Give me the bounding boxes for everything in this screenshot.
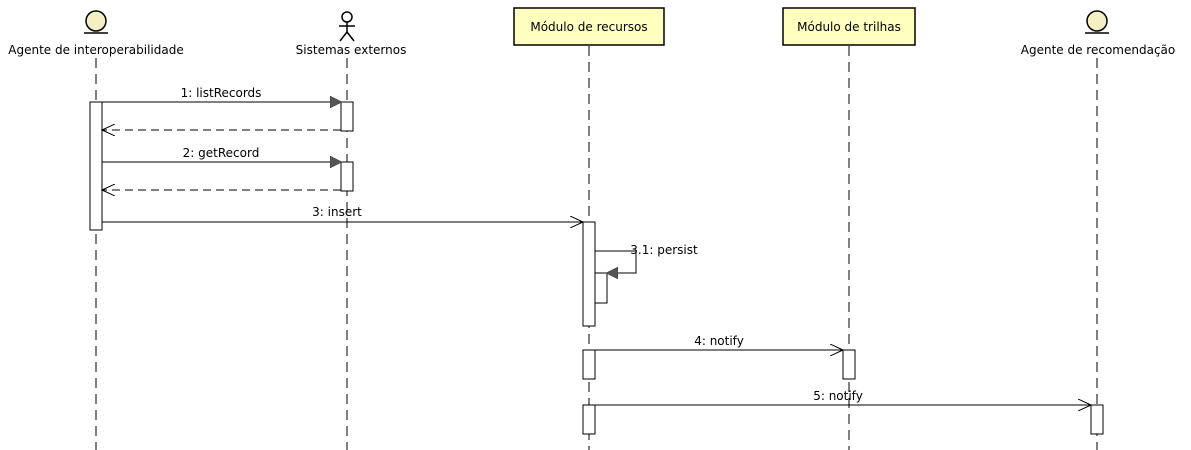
participant-sistemas-externos[interactable]: Sistemas externos: [296, 11, 407, 57]
activation-bar-agente-interoperabilidade: [89, 101, 103, 231]
message-label: 1: listRecords: [181, 86, 262, 100]
activation-bar-sistemas-externos-1: [340, 101, 354, 132]
message-2-getrecord[interactable]: 2: getRecord: [102, 146, 341, 162]
activation-bar-modulo-recursos-1: [582, 221, 596, 327]
message-4-notify[interactable]: 4: notify: [595, 334, 843, 350]
message-label: 3.1: persist: [630, 243, 698, 257]
participant-label: Módulo de recursos: [530, 20, 647, 34]
participant-modulo-recursos[interactable]: Módulo de recursos: [513, 7, 665, 46]
participant-modulo-trilhas[interactable]: Módulo de trilhas: [782, 7, 916, 46]
participant-box: [513, 7, 665, 46]
activation-bar-modulo-recursos-3: [582, 404, 596, 435]
message-label: 4: notify: [694, 334, 744, 348]
message-3-1-persist[interactable]: 3.1: persist: [595, 243, 698, 273]
activation-bar-sistemas-externos-2: [340, 161, 354, 192]
activation-bar-modulo-recursos-2: [582, 349, 596, 380]
participant-label: Módulo de trilhas: [797, 20, 901, 34]
participant-agente-recomendacao[interactable]: Agente de recomendação: [1021, 10, 1175, 57]
participant-agente-interoperabilidade[interactable]: Agente de interoperabilidade: [8, 10, 184, 57]
message-5-notify[interactable]: 5: notify: [595, 389, 1091, 405]
participant-label: Agente de interoperabilidade: [8, 43, 183, 57]
activation-bar-agente-recomendacao: [1090, 404, 1104, 435]
participant-label: Sistemas externos: [296, 43, 407, 57]
activation-bar-modulo-recursos-nested: [594, 272, 608, 304]
participant-label: Agente de recomendação: [1021, 43, 1175, 57]
message-label: 3: insert: [312, 205, 362, 219]
participant-box: [782, 7, 916, 46]
message-label: 5: notify: [813, 389, 863, 403]
activation-bar-modulo-trilhas: [842, 349, 856, 380]
actor-icon: [339, 11, 355, 42]
entity-icon: [1086, 10, 1108, 32]
entity-icon: [85, 10, 107, 32]
message-1-listrecords[interactable]: 1: listRecords: [102, 86, 341, 102]
message-label: 2: getRecord: [183, 146, 260, 160]
message-3-insert[interactable]: 3: insert: [102, 205, 583, 222]
message-arrow: [595, 250, 637, 273]
